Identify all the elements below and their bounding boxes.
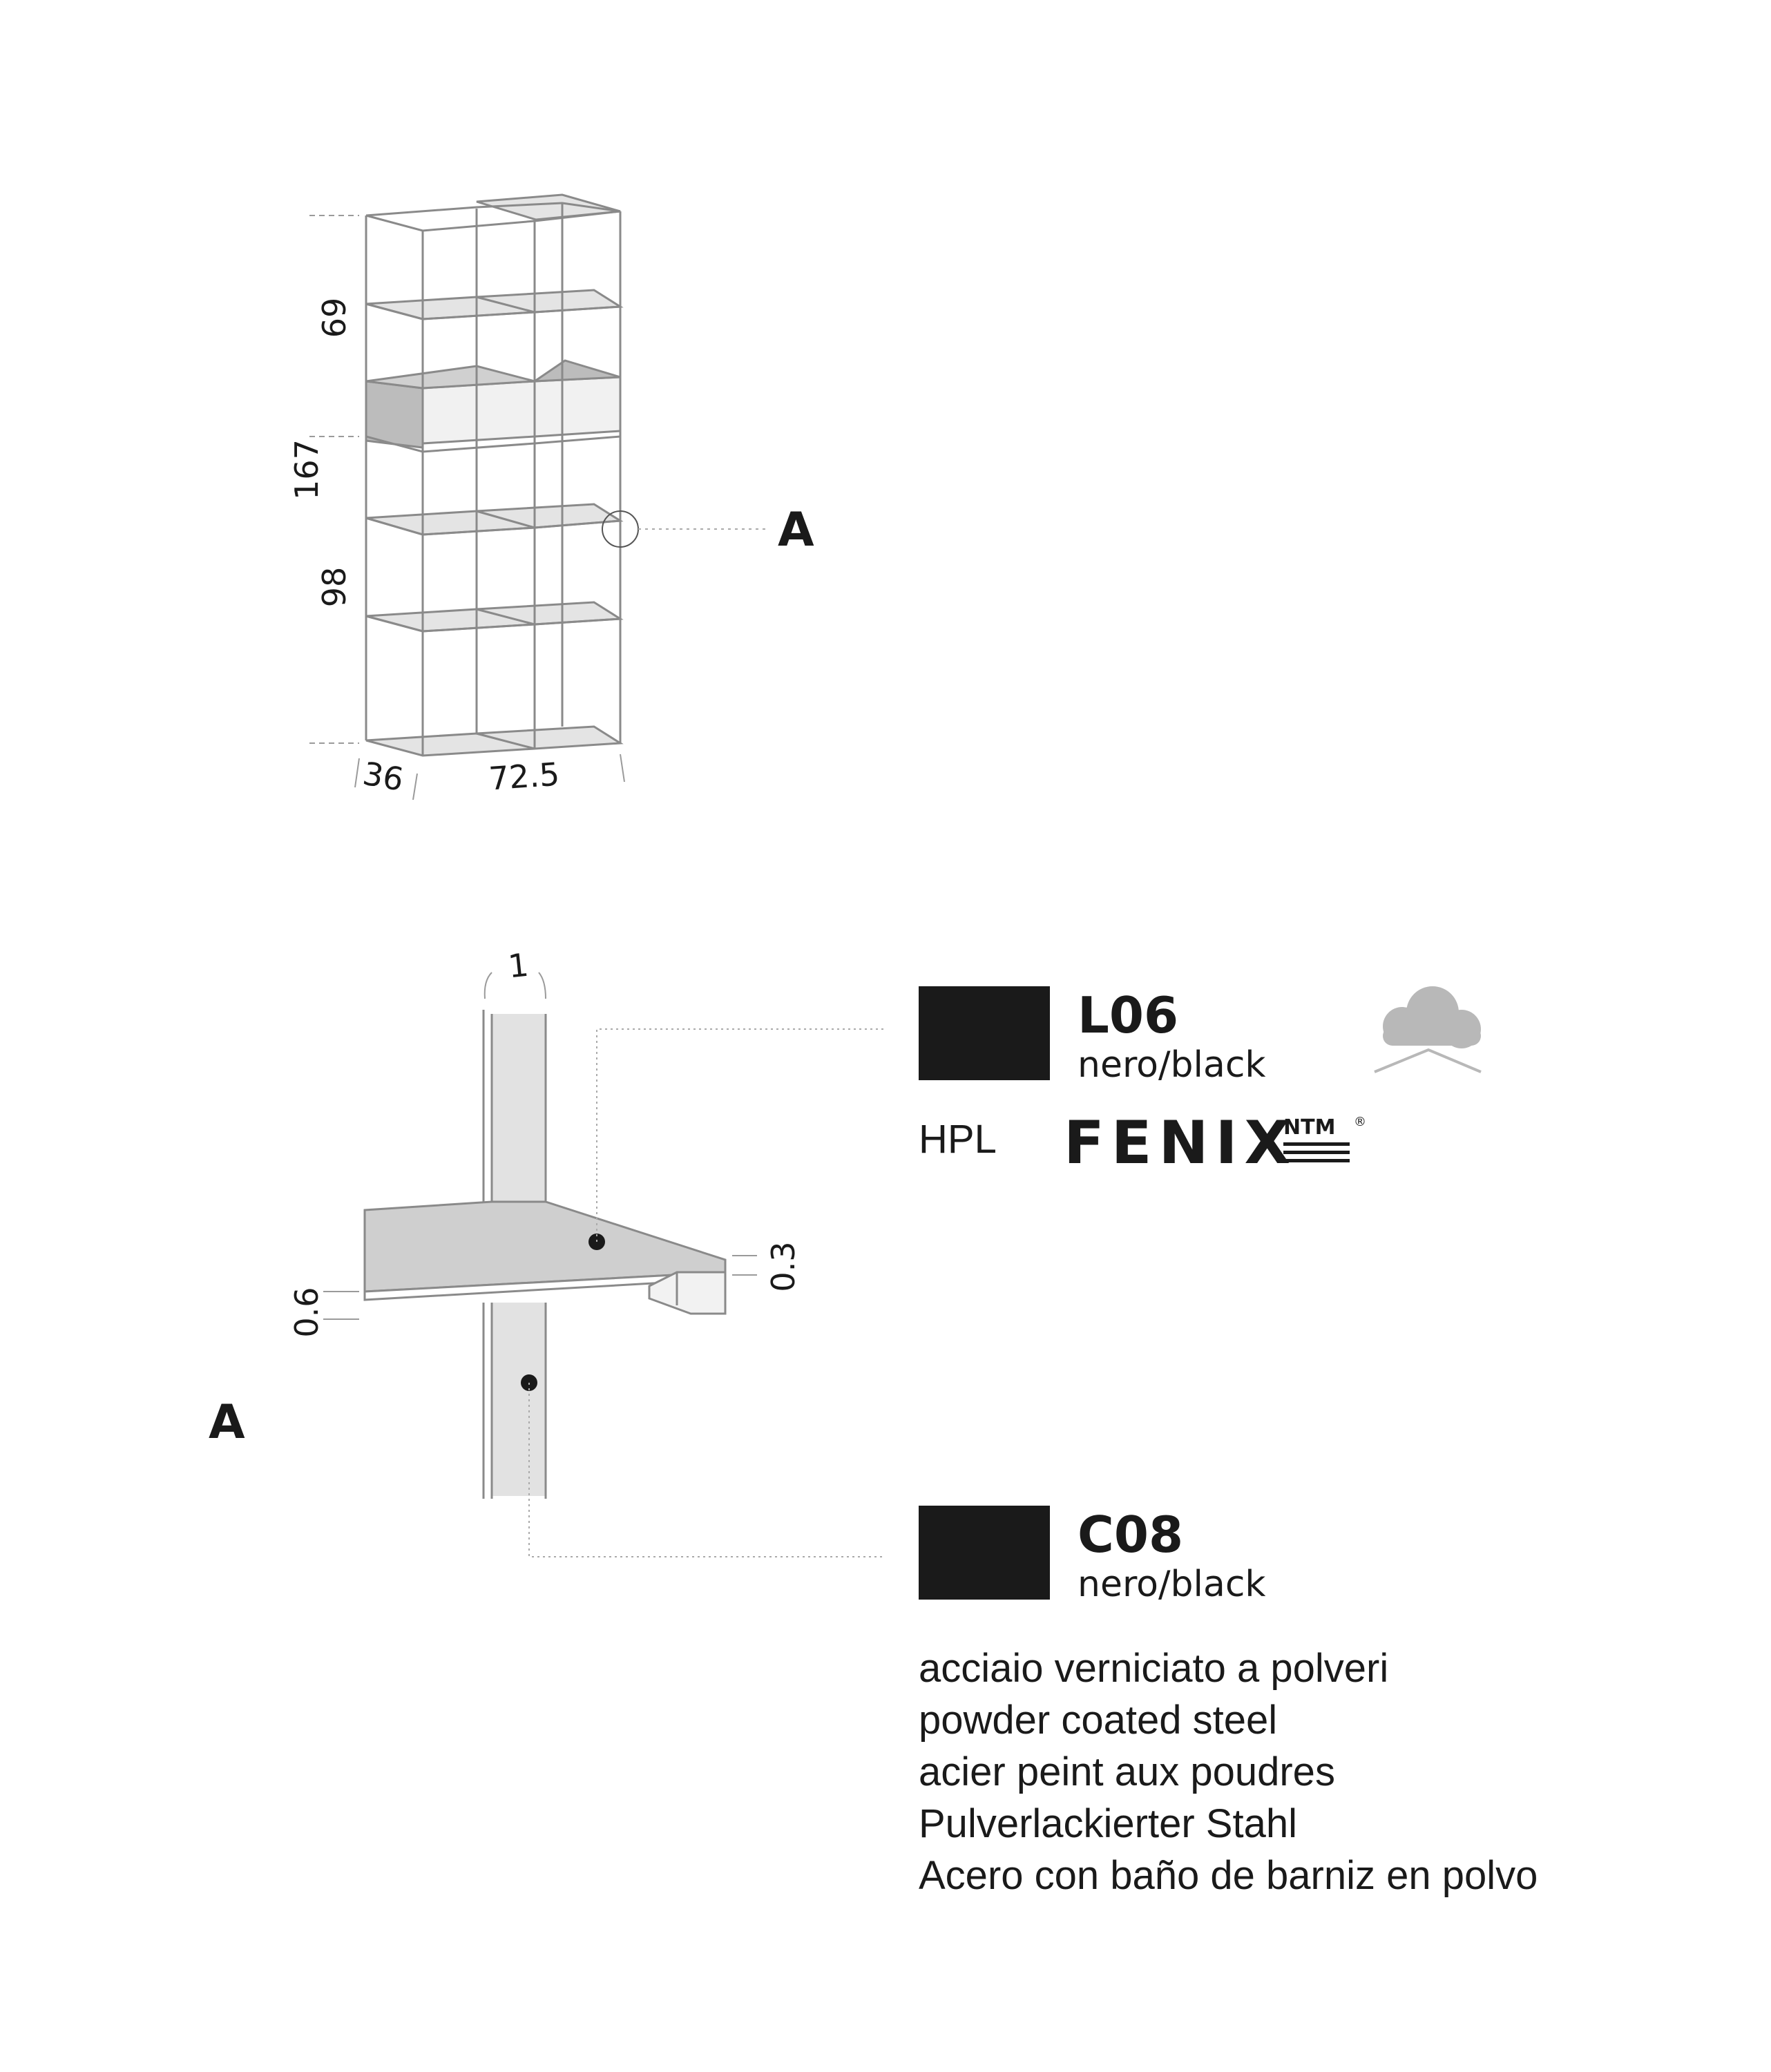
dimension-upright-thickness: 1 bbox=[506, 946, 530, 986]
joint-detail-drawing bbox=[363, 1010, 727, 1499]
material-swatch-l06 bbox=[919, 986, 1050, 1080]
material-description-fr: acier peint aux poudres bbox=[919, 1749, 1335, 1794]
material-code-l06: L06 bbox=[1078, 986, 1179, 1044]
shelving-unit-drawing bbox=[365, 193, 624, 757]
drawer-box-side bbox=[365, 380, 424, 449]
material-color-name-c08: nero/black bbox=[1078, 1564, 1266, 1605]
dimension-bracket-thickness: 0.3 bbox=[765, 1241, 802, 1292]
dimension-total-height: 167 bbox=[288, 439, 325, 500]
dimension-width: 72.5 bbox=[488, 756, 561, 798]
drawer-box-top bbox=[530, 359, 621, 383]
cloud-icon bbox=[1374, 986, 1482, 1073]
dimension-upper-height: 69 bbox=[316, 298, 353, 338]
height-dimension-lines bbox=[309, 215, 359, 744]
material-swatch-c08 bbox=[919, 1506, 1050, 1600]
dimension-lower-height: 98 bbox=[316, 567, 353, 608]
registered-mark: ® bbox=[1354, 1115, 1366, 1129]
material-code-c08: C08 bbox=[1078, 1506, 1184, 1564]
material-type-label: HPL bbox=[919, 1117, 997, 1162]
material-color-name-l06: nero/black bbox=[1078, 1044, 1266, 1086]
dimension-shelf-thickness: 0.6 bbox=[288, 1287, 325, 1337]
brand-logo-fenix: FENIX bbox=[1064, 1109, 1297, 1178]
base-dimension-ticks bbox=[354, 754, 625, 800]
material-description-list: acciaio verniciato a polveri powder coat… bbox=[919, 1642, 1713, 1901]
dimension-depth: 36 bbox=[360, 755, 406, 798]
material-description-it: acciaio verniciato a polveri bbox=[919, 1646, 1389, 1691]
material-description-es: Acero con baño de barniz en polvo bbox=[919, 1853, 1538, 1898]
top-shelf-panel bbox=[476, 193, 621, 221]
brand-logo-ntm: NTM bbox=[1283, 1115, 1336, 1140]
material-description-en: powder coated steel bbox=[919, 1698, 1278, 1743]
detail-title: A bbox=[209, 1395, 245, 1450]
leader-line-shelf-material bbox=[596, 1028, 884, 1242]
detail-dimension-lines bbox=[323, 972, 757, 1320]
drawer-box-front bbox=[533, 376, 622, 438]
material-description-de: Pulverlackierter Stahl bbox=[919, 1801, 1297, 1846]
detail-marker-label: A bbox=[778, 503, 814, 557]
ntm-logo-lines bbox=[1283, 1142, 1350, 1162]
leader-line-upright-material bbox=[528, 1383, 884, 1557]
drawer-box-front bbox=[421, 380, 536, 445]
